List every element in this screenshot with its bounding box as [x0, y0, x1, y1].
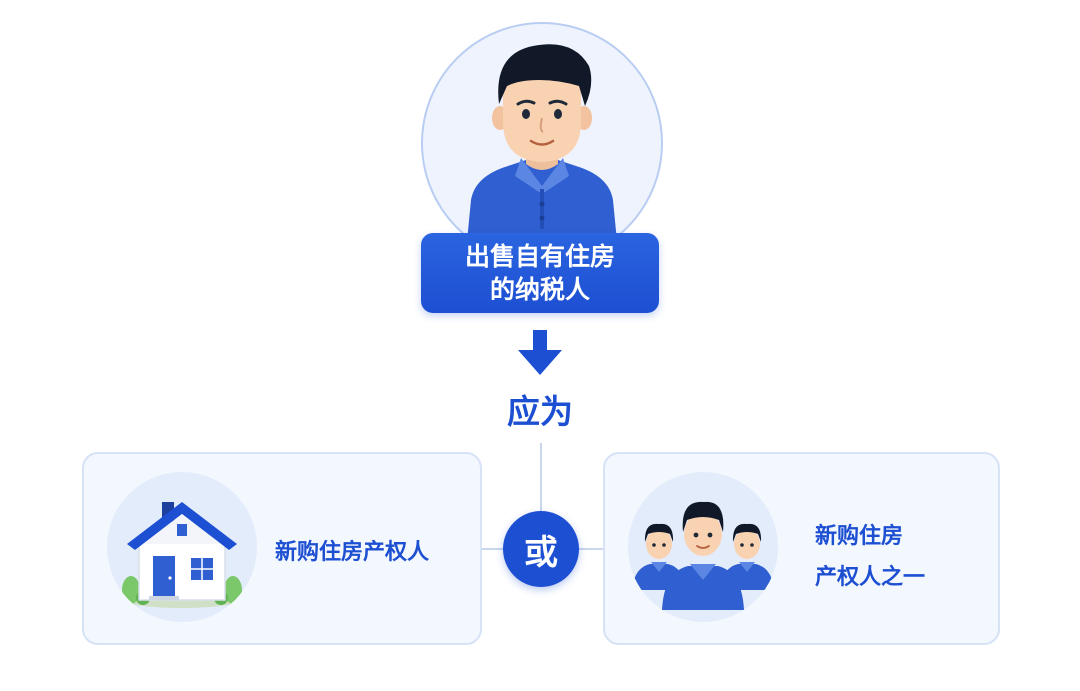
house-icon-circle — [107, 472, 257, 622]
role-label-line1: 出售自有住房 — [464, 242, 615, 271]
or-badge: 或 — [503, 511, 579, 587]
people-group-icon — [632, 501, 774, 610]
seller-taxpayer-box: 出售自有住房 的纳税人 — [421, 233, 659, 313]
person-avatar-icon — [465, 44, 619, 262]
co-owner-label-line2: 产权人之一 — [815, 565, 926, 590]
co-owner-label-line1: 新购住房 — [815, 524, 904, 549]
left-connector — [482, 548, 504, 550]
sole-owner-label: 新购住房产权人 — [275, 540, 430, 565]
shall-be-label: 应为 — [507, 392, 573, 431]
house-icon — [122, 502, 242, 608]
right-connector — [578, 548, 604, 550]
people-group-icon-circle — [628, 472, 778, 622]
arrow-down-icon — [518, 330, 562, 375]
vertical-connector — [540, 443, 542, 517]
person-avatar-circle — [421, 22, 663, 264]
role-label-line2: 的纳税人 — [489, 275, 590, 304]
